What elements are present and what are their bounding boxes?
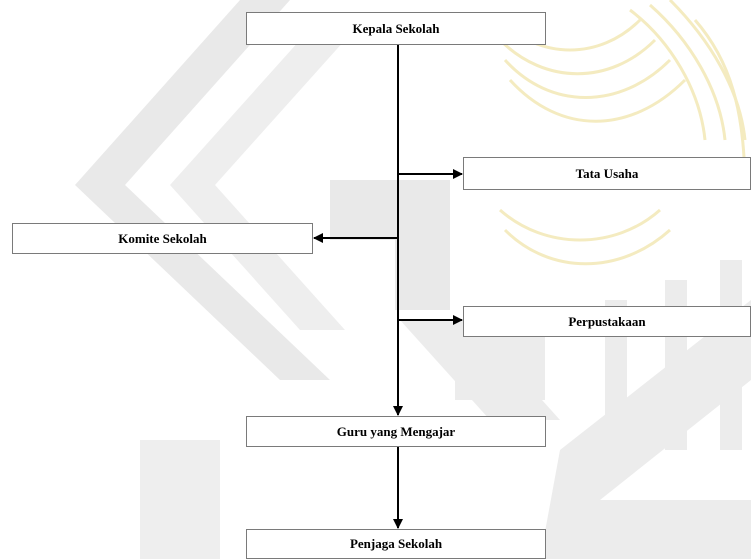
- watermark-chevron-shape: [75, 0, 330, 380]
- node-kepala-sekolah: Kepala Sekolah: [246, 12, 546, 45]
- node-guru-yang-mengajar: Guru yang Mengajar: [246, 416, 546, 447]
- watermark-letter-shape: [330, 180, 450, 310]
- node-label: Penjaga Sekolah: [349, 536, 443, 551]
- watermark-bottom-left-shape: [140, 440, 220, 559]
- watermark-bottom-right-shape: [540, 300, 751, 559]
- node-tata-usaha: Tata Usaha: [463, 157, 751, 190]
- watermark-chevron-inner-shape: [170, 40, 345, 330]
- node-label: Komite Sekolah: [118, 230, 207, 246]
- node-label: Perpustakaan: [568, 313, 646, 329]
- watermark-diagonal-shape: [400, 320, 560, 420]
- node-komite-sekolah: Komite Sekolah: [12, 223, 313, 254]
- node-label: Kepala Sekolah: [352, 20, 440, 36]
- node-label: Guru yang Mengajar: [336, 423, 456, 439]
- watermark-bar-shape: [605, 300, 627, 450]
- node-label: Tata Usaha: [575, 165, 639, 181]
- node-perpustakaan: Perpustakaan: [463, 306, 751, 337]
- node-penjaga-sekolah: Penjaga Sekolah: [246, 529, 546, 559]
